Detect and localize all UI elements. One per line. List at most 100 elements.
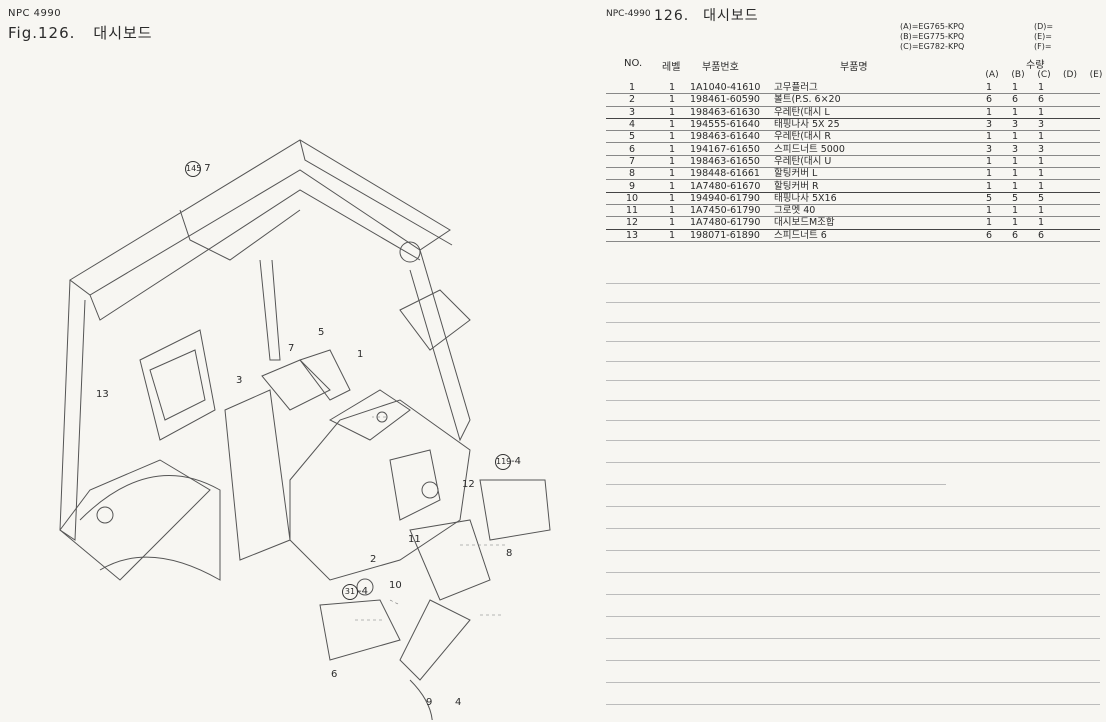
callout-9: 9 [426,697,433,708]
callout-13: 13 [96,389,109,400]
cell-part-no: 194940-61790 [690,192,760,204]
cell-qty-d [1054,217,1077,229]
cell-qty-a: 1 [985,180,993,192]
cell-part-name: 태핑나사 5X 25 [774,119,840,131]
cell-part-no: 198463-61640 [690,131,760,143]
variant-f: (F)= [1034,42,1052,51]
cell-qty-c: 1 [1037,155,1045,167]
dashboard-face [389,449,441,521]
cell-qty-b: 3 [1011,143,1019,155]
cell-part-no: 1A7450-61790 [690,205,761,217]
figure-name: 대시보드 [93,24,153,42]
cell-part-no: 1A7480-61670 [690,180,761,192]
cell-qty-a: 5 [985,192,993,204]
parts-list-model-code: NPC-4990 [606,9,651,19]
cell-qty-a: 1 [985,131,993,143]
dashboard-grommet-hole [421,481,439,499]
ruled-line [606,682,1100,683]
halting-cover [409,519,491,601]
cell-qty-e [1077,82,1100,94]
cell-qty-d [1054,229,1077,241]
col-header-part-name: 부품명 [840,62,868,73]
cell-qty-e [1077,217,1100,229]
variant-a: (A)=EG765-KPQ [900,22,965,31]
roof-crossbar [89,189,421,321]
cell-qty-b: 1 [1011,131,1019,143]
cell-no: 4 [628,119,636,131]
ruled-line [606,283,1100,284]
cell-qty-b: 1 [1011,155,1019,167]
ruled-line [606,341,1100,342]
ruled-line [606,380,1100,381]
cell-qty-e [1077,106,1100,118]
cell-qty-a: 1 [985,82,993,94]
col-header-part-no: 부품번호 [702,62,739,73]
cell-part-no: 1A1040-41610 [690,82,761,94]
cell-qty-b: 1 [1011,217,1019,229]
ruled-line [606,420,1100,421]
cell-qty-a: 1 [985,168,993,180]
leader-11 [389,599,401,606]
cell-no: 1 [628,82,636,94]
cell-qty-b: 5 [1011,192,1019,204]
ruled-line [606,704,1100,705]
cell-no: 2 [628,94,636,106]
cell-qty-a: 1 [985,106,993,118]
cell-qty-e [1077,131,1100,143]
cell-level: 1 [668,119,676,131]
ref-callout-31: 31-4 [342,584,368,600]
cell-qty-d [1054,155,1077,167]
cell-part-no: 198071-61890 [690,229,760,241]
cell-part-no: 198463-61650 [690,155,760,167]
cell-part-name: 그로멧 40 [774,205,816,217]
cell-qty-a: 1 [985,205,993,217]
cell-level: 1 [668,168,676,180]
cell-part-name: 할팅커버 L [774,168,818,180]
cell-part-name: 우레탄(대시 R [774,131,832,143]
cell-qty-b: 1 [1011,168,1019,180]
ref-circle-145: 145 [185,161,201,177]
cell-part-no: 1A7480-61790 [690,217,761,229]
cell-level: 1 [668,143,676,155]
cell-level: 1 [668,94,676,106]
cell-part-name: 대시보드M조합 [774,217,835,229]
urethane-left [224,389,291,561]
cell-qty-b: 6 [1011,94,1019,106]
cell-no: 5 [628,131,636,143]
cell-qty-e [1077,94,1100,106]
ref-callout-145: 145 7 [185,161,211,177]
lower-cover [399,599,471,681]
dashboard-body [289,399,471,581]
cell-qty-b: 3 [1011,119,1019,131]
col-header-no: NO. [624,58,643,69]
cell-qty-c: 1 [1037,106,1045,118]
cell-qty-e [1077,143,1100,155]
cell-qty-a: 6 [985,94,993,106]
ruled-line [606,550,1100,551]
cell-qty-e [1077,155,1100,167]
ruled-line [606,322,1100,323]
cell-no: 10 [625,192,639,204]
cell-qty-a: 1 [985,155,993,167]
urethane-right [299,349,351,401]
cell-qty-c: 5 [1037,192,1045,204]
cell-part-name: 태핑나사 5X16 [774,192,837,204]
cell-qty-a: 3 [985,119,993,131]
cell-qty-a: 1 [985,217,993,229]
left-page: NPC 4990 Fig.126.대시보드 [8,8,551,720]
cell-part-name: 스피드너트 6 [774,229,827,241]
qty-col-d: (D) [1063,70,1077,80]
roof-hole [399,241,421,263]
cell-qty-e [1077,118,1100,130]
parts-list-title: 126.대시보드 [654,5,773,25]
ref-number-119: -4 [511,456,521,467]
callout-4: 4 [455,697,462,708]
ruled-line [606,572,1100,573]
cell-qty-d [1054,180,1077,192]
cell-part-no: 198448-61661 [690,168,760,180]
cell-qty-d [1054,143,1077,155]
ruled-line [606,484,946,485]
